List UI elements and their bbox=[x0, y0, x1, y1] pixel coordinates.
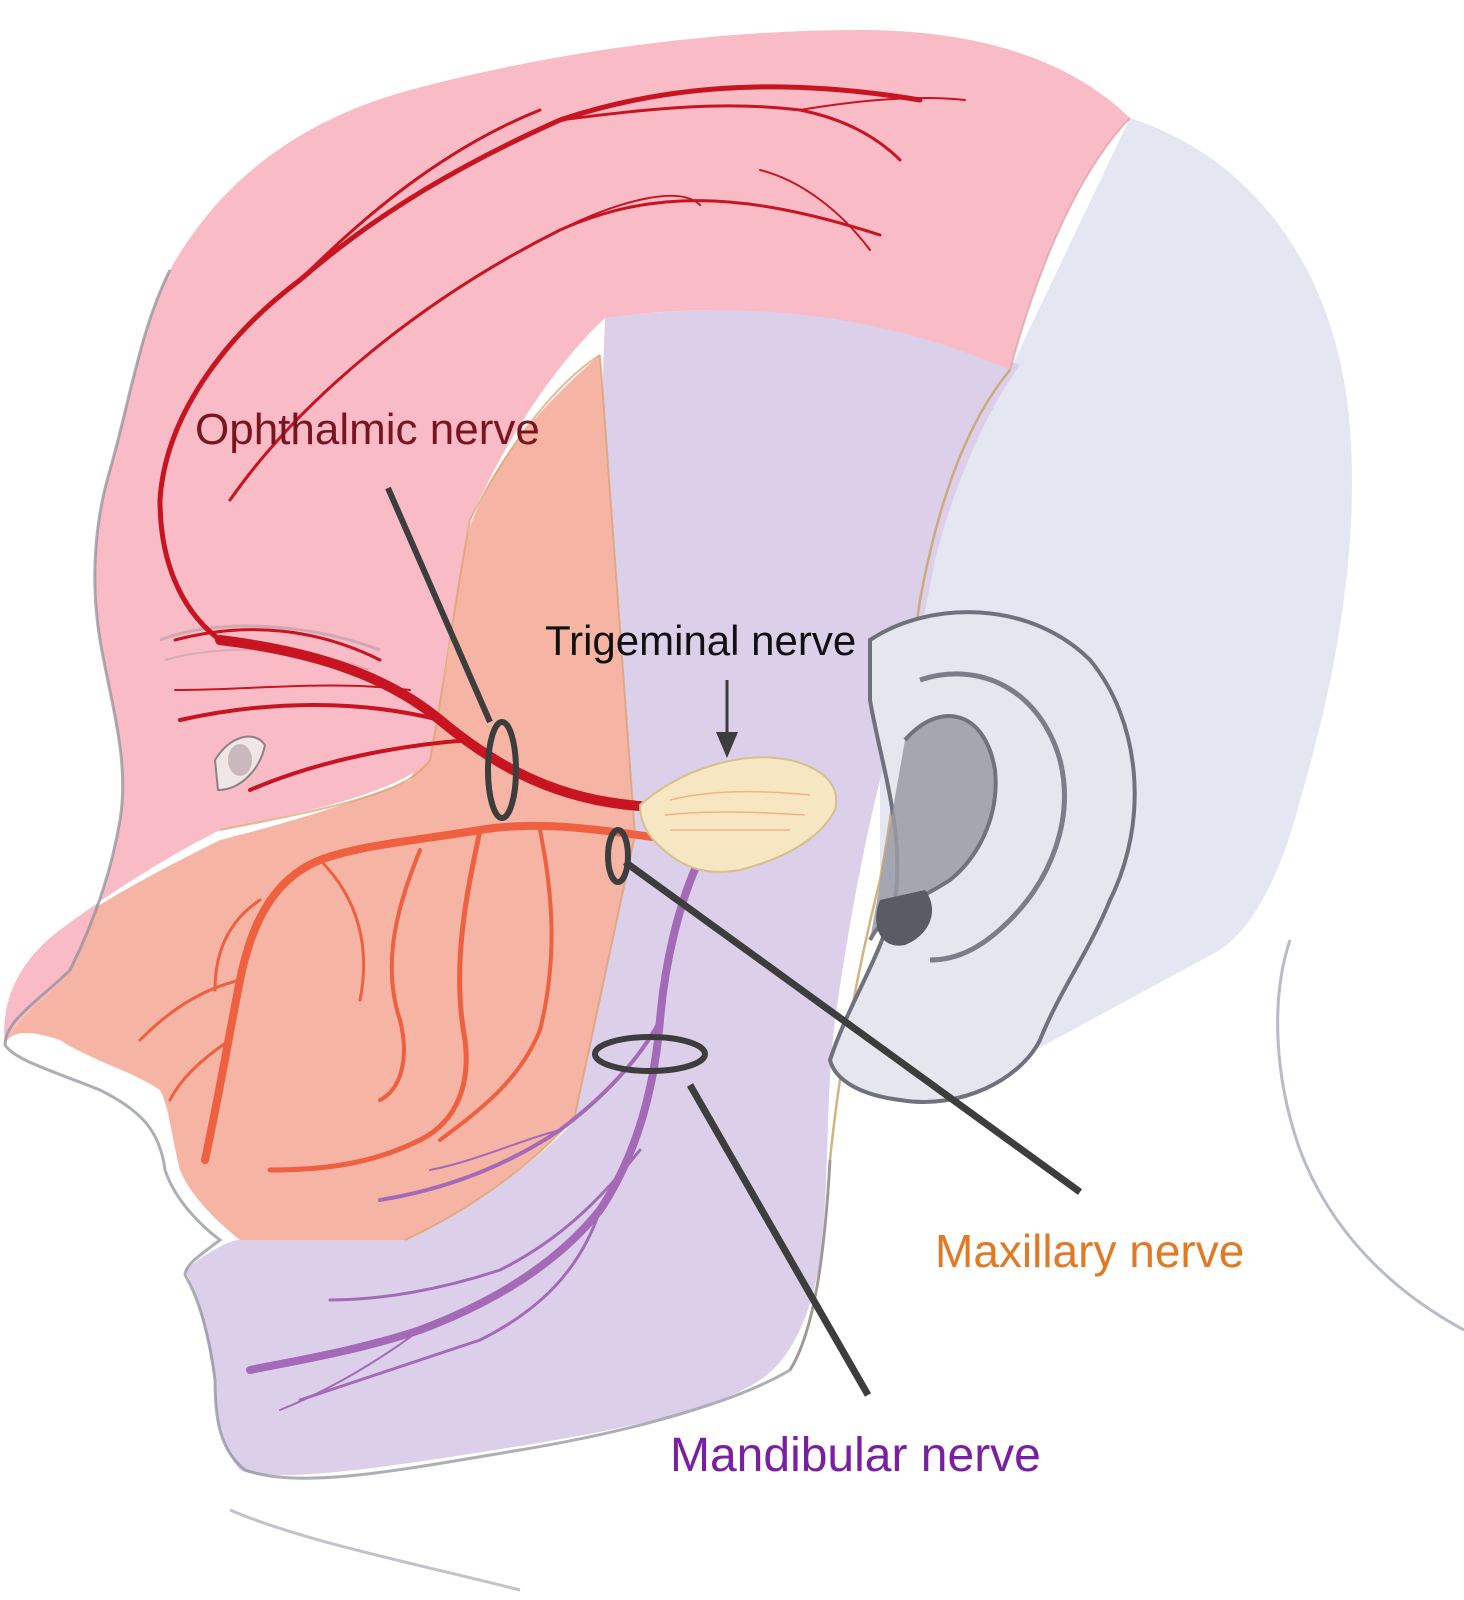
region-border-ophthalmic-scalp bbox=[1009, 117, 1131, 371]
maxillary-pointer-line bbox=[622, 859, 1083, 1195]
ophthalmic-pointer-ring bbox=[485, 719, 519, 821]
ophthalmic-branches bbox=[157, 84, 966, 811]
neck-outline-front bbox=[229, 1508, 521, 1592]
ophthalmic-nerve-label: Ophthalmic nerve bbox=[195, 405, 540, 454]
region-border-ophthalmic-maxillary bbox=[219, 354, 601, 831]
mandibular-pointer-ring bbox=[592, 1034, 708, 1074]
ophthalmic-pointer-line bbox=[385, 486, 493, 724]
maxillary-pointer-ring bbox=[605, 827, 631, 885]
ear bbox=[827, 610, 1137, 1104]
mandibular-pointer-line bbox=[686, 1083, 872, 1397]
maxillary-branches bbox=[138, 821, 664, 1173]
maxillary-nerve-label: Maxillary nerve bbox=[935, 1225, 1245, 1277]
trigeminal-nerve-label: Trigeminal nerve bbox=[545, 617, 857, 664]
face-profile-outline bbox=[3, 269, 832, 1480]
pointers bbox=[385, 486, 1083, 1397]
neck-outline-back bbox=[1276, 939, 1464, 1332]
mandibular-nerve-label: Mandibular nerve bbox=[670, 1429, 1041, 1482]
ophthalmic-region bbox=[4, 30, 1131, 1045]
mandibular-branches bbox=[246, 854, 704, 1411]
trigeminal-arrow-head bbox=[716, 732, 738, 758]
trigeminal-ganglion bbox=[638, 756, 838, 873]
region-border-maxillary-mandibular bbox=[404, 354, 637, 1241]
